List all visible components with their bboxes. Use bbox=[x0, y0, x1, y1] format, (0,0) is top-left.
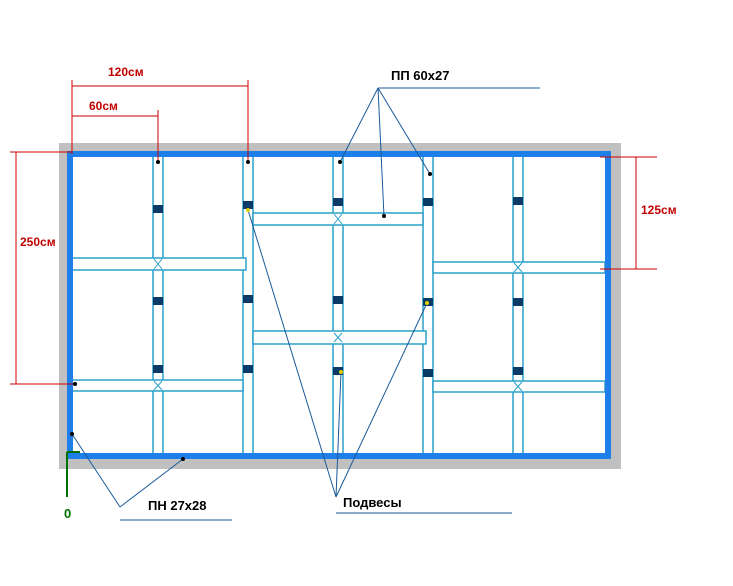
hanger bbox=[153, 297, 163, 305]
hanger bbox=[243, 365, 253, 373]
cross-profile bbox=[252, 330, 427, 345]
profile-pp-label: ПП 60х27 bbox=[391, 68, 449, 83]
dimension-label-60: 60см bbox=[89, 99, 118, 113]
crab-connector bbox=[153, 258, 163, 270]
perimeter-frame bbox=[67, 151, 611, 459]
hanger bbox=[153, 205, 163, 213]
crab-connector bbox=[333, 213, 343, 225]
hanger bbox=[423, 369, 433, 377]
hanger bbox=[333, 367, 343, 375]
origin-marker bbox=[66, 451, 80, 497]
dimension-label-250: 250см bbox=[20, 235, 56, 249]
crab-connector bbox=[513, 262, 523, 273]
profile-pn-label: ПН 27х28 bbox=[148, 498, 207, 513]
dimension-label-125: 125см bbox=[641, 203, 677, 217]
leader-lines bbox=[71, 87, 540, 521]
origin-label: 0 bbox=[64, 506, 71, 521]
hanger bbox=[333, 296, 343, 304]
cross-profile bbox=[432, 261, 606, 274]
cross-profile bbox=[432, 380, 606, 393]
crab-connector bbox=[513, 381, 523, 392]
hanger bbox=[153, 365, 163, 373]
hanger bbox=[243, 295, 253, 303]
dimension-label-120: 120см bbox=[108, 65, 144, 79]
hanger bbox=[423, 198, 433, 206]
leader-dots bbox=[70, 160, 432, 461]
cross-profile bbox=[71, 257, 247, 271]
hanger bbox=[333, 198, 343, 206]
crab-connector bbox=[333, 332, 343, 343]
hanger bbox=[513, 367, 523, 375]
hanger bbox=[513, 197, 523, 205]
crab-connector bbox=[153, 380, 163, 391]
crab-connectors bbox=[153, 213, 523, 392]
hanger bbox=[513, 298, 523, 306]
dimension-lines bbox=[10, 80, 657, 385]
hangers-label: Подвесы bbox=[343, 495, 402, 510]
hanger bbox=[243, 201, 253, 209]
